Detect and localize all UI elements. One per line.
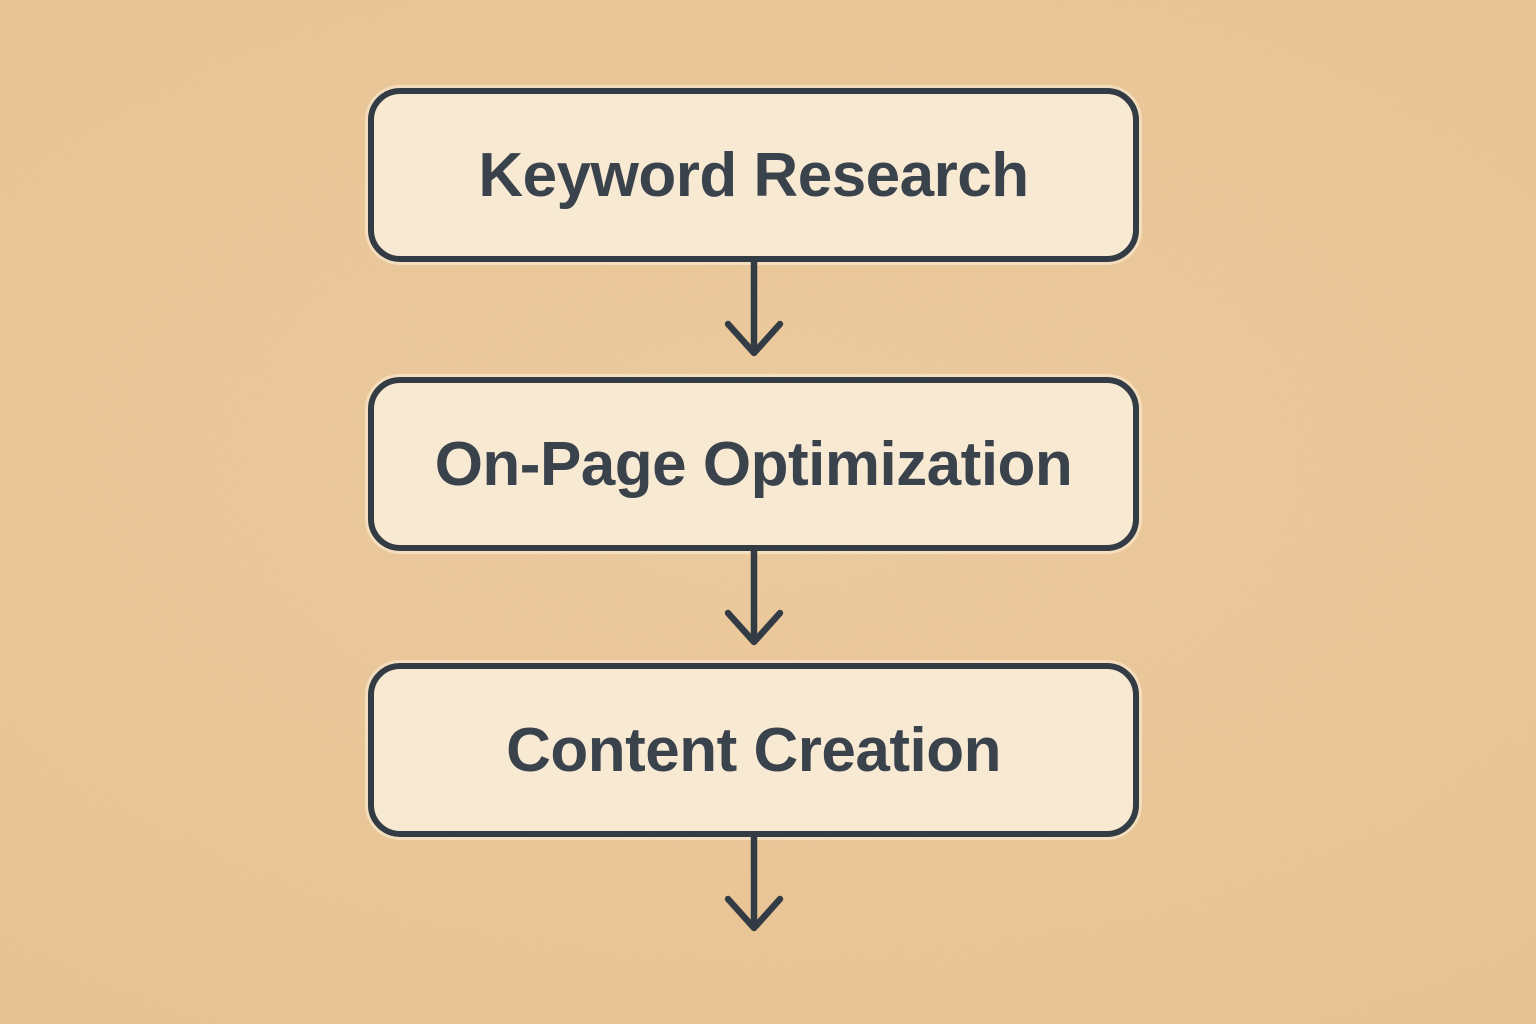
node-content-creation: Content Creation — [368, 663, 1139, 837]
flow-connector-3 — [723, 837, 785, 938]
flow-connector-1 — [723, 262, 785, 377]
node-label-content-creation: Content Creation — [506, 715, 1001, 785]
arrow-down-icon — [724, 551, 783, 646]
arrow-down-icon — [724, 262, 783, 357]
flowchart: Keyword Research On-Page Optimization Co… — [368, 88, 1139, 938]
node-on-page-optimization: On-Page Optimization — [368, 377, 1139, 551]
node-label-keyword-research: Keyword Research — [478, 140, 1029, 210]
node-label-on-page-optimization: On-Page Optimization — [434, 429, 1073, 499]
node-keyword-research: Keyword Research — [368, 88, 1139, 262]
arrow-down-icon — [724, 837, 783, 932]
flow-connector-2 — [723, 551, 785, 663]
